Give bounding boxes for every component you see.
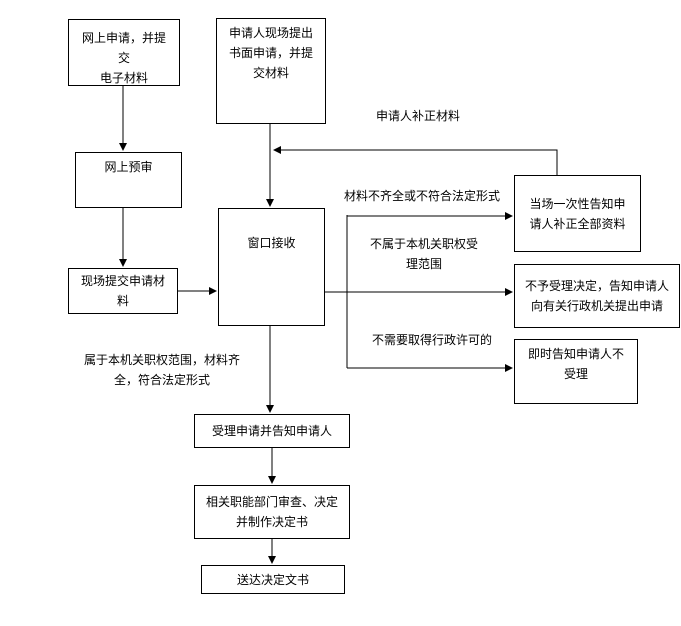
- label-not-in-scope: 不属于本机关职权受 理范围: [370, 237, 479, 271]
- box-deliver: 送达决定文书: [201, 565, 345, 594]
- box-window-receive: 窗口接收: [218, 208, 325, 326]
- label-supplement: 申请人补正材料: [376, 109, 461, 123]
- box-onsite-submit: 现场提交申请材 料: [68, 268, 178, 314]
- box-online-precheck: 网上预审: [75, 152, 182, 208]
- label-in-scope: 属于本机关职权范围，材料齐 全，符合法定形式: [84, 353, 241, 387]
- box-online-apply: 网上申请，并提交 电子材料: [68, 19, 180, 86]
- box-notify-supplement: 当场一次性告知申 请人补正全部资料: [514, 175, 641, 252]
- box-review-decide: 相关职能部门审查、决定 并制作决定书: [194, 485, 350, 539]
- label-incomplete: 材料不齐全或不符合法定形式: [344, 189, 501, 203]
- label-no-permit: 不需要取得行政许可的: [372, 333, 493, 347]
- box-not-accept: 不予受理决定，告知申请人 向有关行政机关提出申请: [514, 264, 680, 328]
- box-accept-notify: 受理申请并告知申请人: [194, 414, 350, 448]
- box-onsite-apply: 申请人现场提出 书面申请，并提 交材料: [216, 18, 326, 124]
- box-notify-not-accept: 即时告知申请人不 受理: [514, 339, 638, 404]
- arrow-supplement-loop: [273, 146, 558, 175]
